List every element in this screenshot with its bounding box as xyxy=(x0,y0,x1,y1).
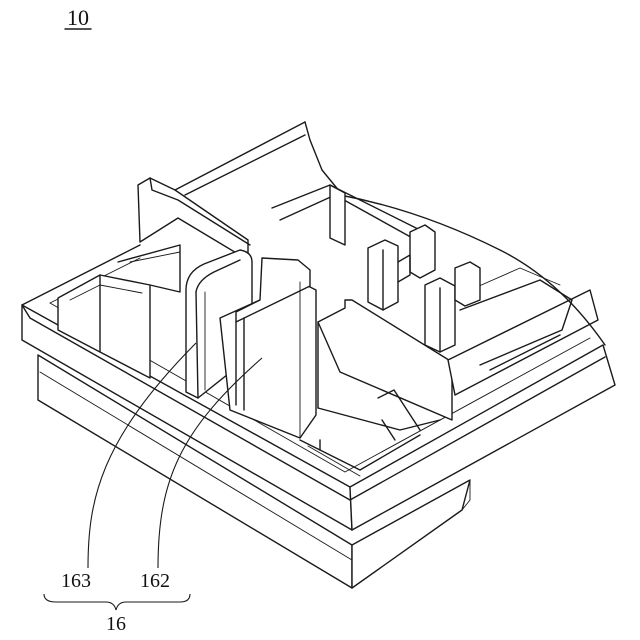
label-162: 162 xyxy=(140,570,170,592)
figure-number: 10 xyxy=(67,5,89,30)
label-163: 163 xyxy=(61,570,91,592)
back-left-wall xyxy=(138,122,340,260)
label-16: 16 xyxy=(106,613,126,635)
group-brace xyxy=(44,594,190,610)
